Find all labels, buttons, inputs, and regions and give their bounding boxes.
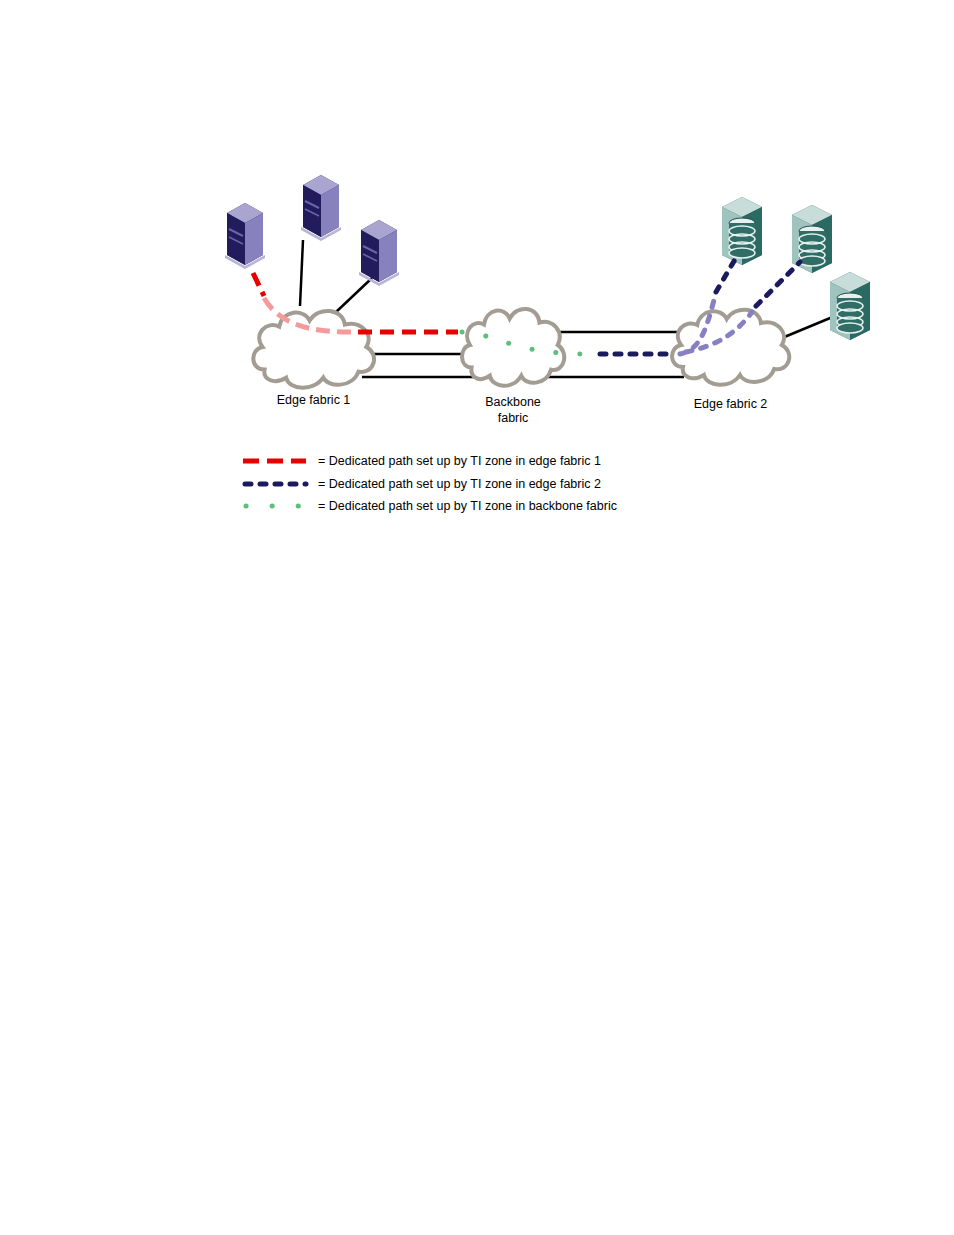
fabric-label: Backbone fabric	[480, 394, 546, 426]
ti-path-edge2	[600, 352, 672, 357]
cloud-outline	[664, 297, 797, 387]
fabric-label: Edge fabric 2	[676, 396, 786, 412]
storage-icon	[830, 272, 870, 340]
server-icon	[359, 220, 399, 286]
fabric-cloud: Edge fabric 2	[664, 297, 797, 387]
server-icon	[301, 175, 341, 241]
legend-sample	[245, 482, 306, 487]
legend-text: = Dedicated path set up by TI zone in ed…	[318, 453, 601, 469]
fabric-label: Edge fabric 1	[259, 392, 369, 408]
storage-link	[782, 316, 835, 338]
ti-path-edge2	[716, 256, 800, 306]
fabric-cloud: Edge fabric 1	[245, 298, 382, 390]
fabric-cloud: Backbone fabric	[455, 296, 571, 388]
server-icon	[225, 203, 265, 269]
storage-icon	[722, 197, 762, 265]
storage-icon	[792, 205, 832, 273]
legend-sample	[246, 504, 306, 509]
legend-text: = Dedicated path set up by TI zone in ed…	[318, 476, 601, 492]
host-link	[335, 278, 372, 313]
isl-link	[362, 353, 475, 356]
legend-sample	[243, 459, 306, 464]
ti-path-edge1	[253, 273, 264, 296]
legend-text: = Dedicated path set up by TI zone in ba…	[318, 498, 617, 514]
cloud-outline	[245, 298, 382, 390]
cloud-outline	[455, 296, 571, 388]
isl-link	[551, 331, 684, 334]
ti-path-edge1	[358, 330, 458, 335]
host-link	[300, 240, 303, 306]
